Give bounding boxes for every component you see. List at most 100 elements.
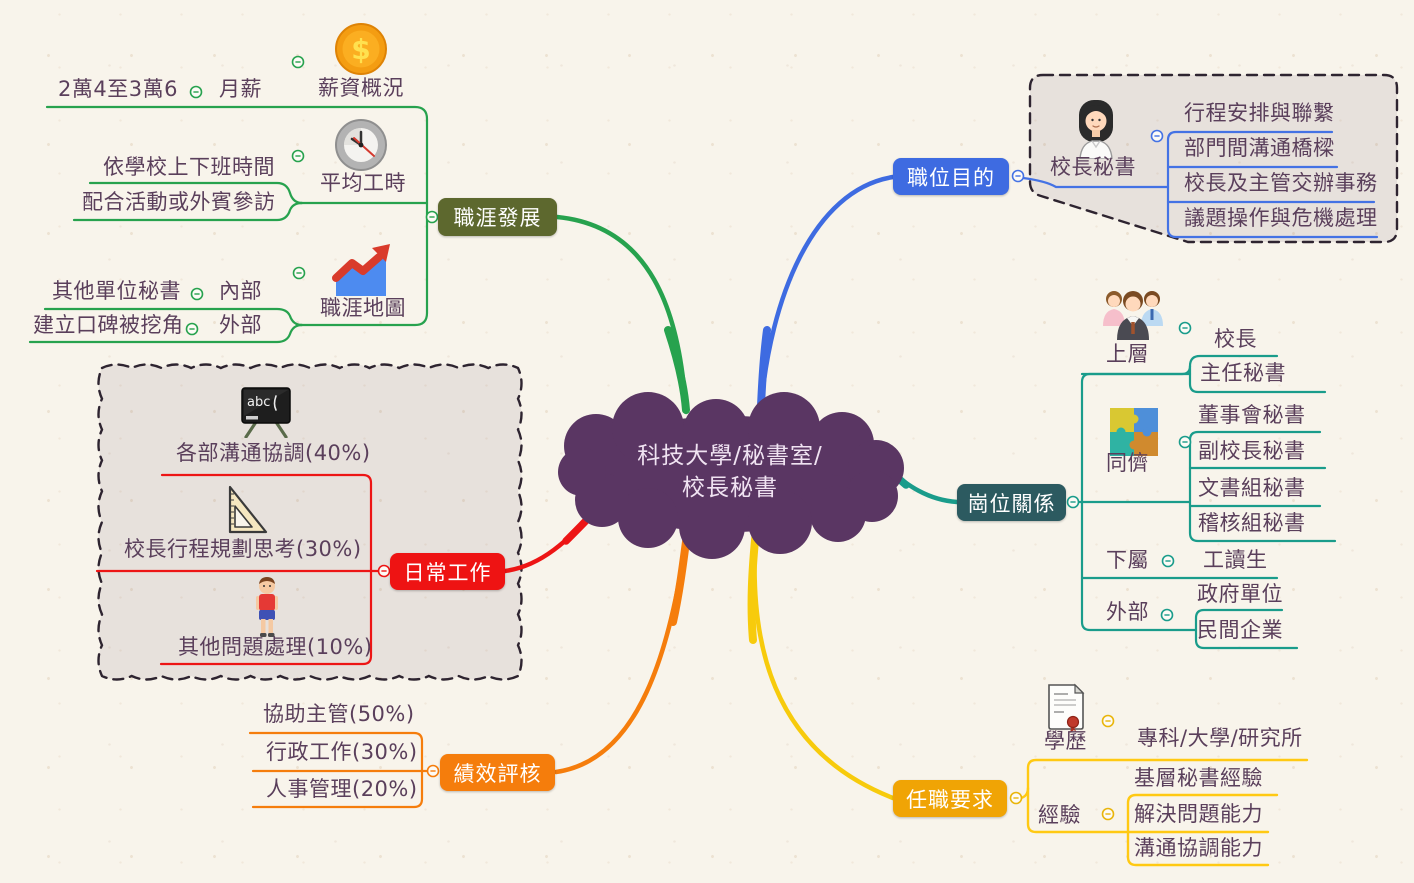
topic-salary-range[interactable]: 2萬4至3萬6 (58, 77, 178, 101)
ruler-icon[interactable] (220, 484, 272, 536)
purpose-group-boundary[interactable] (1028, 73, 1399, 244)
topic-upper[interactable]: 上層 (1106, 342, 1149, 366)
topic-daily-item-1[interactable]: 各部溝通協調(40%) (176, 441, 371, 465)
collapse-toggle[interactable] (291, 149, 305, 163)
topic-principal-secretary[interactable]: 校長秘書 (1050, 155, 1136, 179)
coin-icon[interactable]: $ (334, 22, 388, 76)
daily-branch-lines (95, 473, 380, 666)
topic-peer-item-4[interactable]: 稽核組秘書 (1198, 511, 1306, 535)
puzzle-icon[interactable] (1108, 406, 1160, 458)
collapse-toggle[interactable] (1009, 791, 1023, 805)
topic-career-label: 職涯發展 (453, 206, 542, 230)
topic-external-career[interactable]: 外部 (219, 313, 262, 337)
collapse-toggle[interactable] (1101, 807, 1115, 821)
topic-external-relations[interactable]: 外部 (1106, 600, 1149, 624)
collapse-toggle[interactable] (1178, 321, 1192, 335)
topic-daily-label: 日常工作 (403, 560, 492, 585)
central-topic[interactable]: 科技大學/秘書室/ 校長秘書 (565, 440, 895, 504)
topic-average-hours[interactable]: 平均工時 (320, 171, 406, 195)
topic-purpose[interactable]: 職位目的 (893, 158, 1009, 195)
perf-curve (553, 531, 690, 775)
topic-peer-item-2[interactable]: 副校長秘書 (1198, 439, 1306, 463)
topic-daily-item-2[interactable]: 校長行程規劃思考(30%) (124, 537, 362, 561)
topic-daily[interactable]: 日常工作 (390, 553, 505, 590)
topic-experience-item-2[interactable]: 解決問題能力 (1134, 802, 1263, 826)
topic-experience-item-1[interactable]: 基層秘書經驗 (1134, 766, 1263, 790)
topic-perf[interactable]: 績效評核 (440, 754, 555, 791)
topic-external-note[interactable]: 建立口碑被挖角 (33, 313, 184, 337)
topic-duty-3[interactable]: 校長及主管交辦事務 (1184, 171, 1378, 195)
topic-external-item-1[interactable]: 政府單位 (1197, 582, 1283, 606)
topic-internal[interactable]: 內部 (219, 279, 262, 303)
trend-chart-icon[interactable] (330, 240, 392, 298)
topic-subordinate[interactable]: 下屬 (1106, 548, 1149, 572)
collapse-toggle[interactable] (426, 764, 440, 778)
topic-daily-item-3[interactable]: 其他問題處理(10%) (178, 635, 373, 659)
topic-career[interactable]: 職涯發展 (438, 198, 557, 236)
topic-hours-item-2[interactable]: 配合活動或外賓參訪 (82, 190, 276, 214)
topic-education-note[interactable]: 專科/大學/研究所 (1137, 726, 1303, 750)
collapse-toggle[interactable] (425, 210, 439, 224)
collapse-toggle[interactable] (377, 564, 391, 578)
topic-requirements[interactable]: 任職要求 (893, 780, 1007, 817)
topic-monthly-salary[interactable]: 月薪 (219, 77, 262, 101)
requirements-curve-taper (747, 526, 760, 644)
collapse-toggle[interactable] (1150, 129, 1164, 143)
perf-branch-lines (248, 731, 429, 809)
topic-upper-item-2[interactable]: 主任秘書 (1200, 361, 1286, 385)
collapse-toggle[interactable] (189, 85, 203, 99)
topic-peer-item-3[interactable]: 文書組秘書 (1198, 476, 1306, 500)
collapse-toggle[interactable] (185, 322, 199, 336)
career-curve (554, 214, 689, 415)
daily-group-boundary[interactable] (97, 363, 523, 681)
topic-hours-item-1[interactable]: 依學校上下班時間 (103, 155, 275, 179)
topic-salary-overview[interactable]: 薪資概況 (318, 76, 404, 100)
perf-curve-taper (669, 530, 691, 626)
topic-relations[interactable]: 崗位關係 (957, 484, 1066, 521)
topic-perf-label: 績效評核 (453, 761, 542, 786)
topic-career-map[interactable]: 職涯地圖 (320, 296, 406, 320)
topic-requirements-label: 任職要求 (906, 787, 994, 812)
purpose-curve-taper (757, 326, 771, 410)
purpose-branch-lines (1021, 130, 1379, 239)
topic-duty-2[interactable]: 部門間溝通橋樑 (1184, 136, 1335, 160)
clock-icon[interactable] (334, 118, 388, 172)
central-topic-line2: 校長秘書 (682, 475, 778, 501)
collapse-toggle[interactable] (1178, 435, 1192, 449)
collapse-toggle[interactable] (190, 287, 204, 301)
topic-upper-item-1[interactable]: 校長 (1214, 327, 1257, 351)
certificate-icon[interactable] (1046, 682, 1086, 734)
collapse-toggle[interactable] (1160, 608, 1174, 622)
svg-text:$: $ (351, 33, 370, 66)
topic-perf-item-2[interactable]: 行政工作(30%) (266, 740, 418, 764)
topic-duty-4[interactable]: 議題操作與危機處理 (1184, 206, 1378, 230)
topic-purpose-label: 職位目的 (907, 165, 995, 190)
purpose-curve (758, 174, 896, 411)
topic-perf-item-3[interactable]: 人事管理(20%) (266, 777, 418, 801)
collapse-toggle[interactable] (291, 55, 305, 69)
topic-external-item-2[interactable]: 民間企業 (1197, 618, 1283, 642)
topic-peer-item-1[interactable]: 董事會秘書 (1198, 403, 1306, 427)
blackboard-icon[interactable]: abc (238, 386, 294, 438)
topic-internal-note[interactable]: 其他單位秘書 (52, 279, 181, 303)
collapse-toggle[interactable] (1101, 714, 1115, 728)
topic-experience[interactable]: 經驗 (1038, 803, 1081, 827)
collapse-toggle[interactable] (1161, 554, 1175, 568)
topic-duty-1[interactable]: 行程安排與聯繫 (1184, 101, 1335, 125)
topic-experience-item-3[interactable]: 溝通協調能力 (1134, 836, 1263, 860)
boy-icon[interactable] (250, 576, 284, 640)
topic-subordinate-item-1[interactable]: 工讀生 (1203, 548, 1268, 572)
topic-perf-item-1[interactable]: 協助主管(50%) (263, 702, 415, 726)
relations-branch-lines (1077, 354, 1337, 650)
requirements-branch-lines (1019, 758, 1309, 867)
secretary-woman-icon[interactable] (1072, 95, 1120, 159)
topic-relations-label: 崗位關係 (967, 491, 1056, 516)
topic-education[interactable]: 學歷 (1044, 729, 1087, 753)
collapse-toggle[interactable] (1066, 495, 1080, 509)
central-topic-cloud (558, 392, 904, 559)
collapse-toggle[interactable] (292, 266, 306, 280)
topic-peer[interactable]: 同儕 (1106, 451, 1149, 475)
team-icon[interactable] (1100, 286, 1166, 340)
collapse-toggle[interactable] (1011, 169, 1025, 183)
